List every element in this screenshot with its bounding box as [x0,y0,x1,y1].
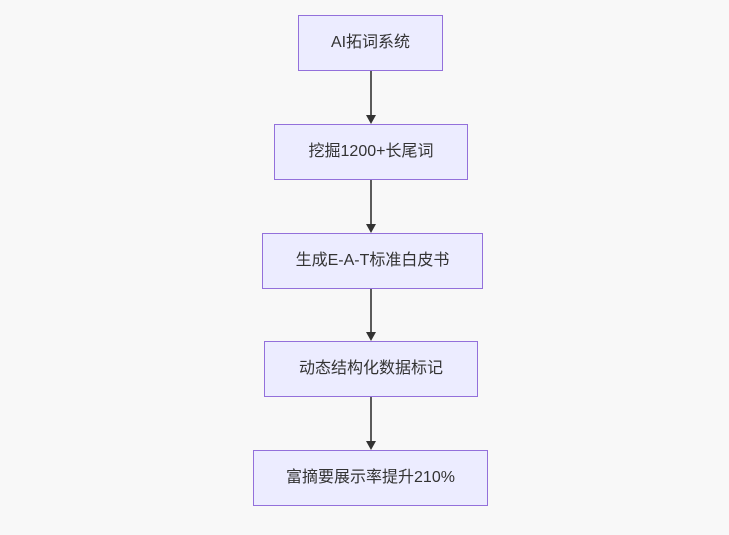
flow-edge-1 [365,71,377,124]
arrow-down-icon [366,224,376,233]
edge-line [370,397,372,441]
flow-node-structured-data-markup: 动态结构化数据标记 [264,341,478,397]
edge-line [370,289,372,332]
flow-node-eat-whitepaper: 生成E-A-T标准白皮书 [262,233,483,289]
flow-node-label: 生成E-A-T标准白皮书 [295,252,450,270]
flow-node-rich-snippet-uplift: 富摘要展示率提升210% [253,450,488,506]
arrow-down-icon [366,332,376,341]
flow-node-label: 挖掘1200+长尾词 [308,143,434,161]
flow-node-label: 动态结构化数据标记 [298,360,443,378]
flow-edge-4 [365,397,377,450]
flow-edge-2 [365,180,377,233]
flow-node-label: AI拓词系统 [330,34,411,52]
flow-node-longtail-mining: 挖掘1200+长尾词 [274,124,468,180]
flow-edge-3 [365,289,377,341]
arrow-down-icon [366,115,376,124]
flow-node-label: 富摘要展示率提升210% [286,469,455,487]
edge-line [370,180,372,224]
edge-line [370,71,372,115]
flow-node-ai-keyword-system: AI拓词系统 [298,15,443,71]
arrow-down-icon [366,441,376,450]
